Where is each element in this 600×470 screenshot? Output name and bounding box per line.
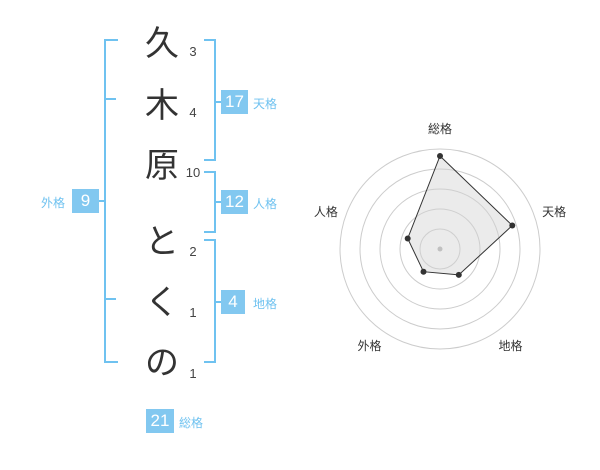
name-char: 木 [145, 86, 179, 126]
bracket-tick [104, 98, 116, 100]
radar-axis-label: 外格 [357, 338, 381, 353]
stroke-count: 1 [189, 305, 197, 320]
radar-axis-label: 総格 [428, 121, 452, 136]
stroke-count: 1 [189, 366, 197, 381]
bracket-connector [214, 201, 221, 203]
stroke-count: 2 [189, 244, 197, 259]
name-char: 久 [145, 24, 179, 64]
radar-ring [419, 228, 461, 270]
radar-point [420, 268, 427, 275]
tenkaku-value: 17 [221, 90, 248, 114]
chikaku-value: 4 [221, 290, 245, 314]
radar-ring [359, 168, 521, 330]
name-char: 原 [145, 146, 179, 186]
radar-ring [339, 148, 541, 350]
bracket-tick [104, 298, 116, 300]
radar-center [437, 246, 443, 252]
jinkaku-value: 12 [221, 190, 248, 214]
radar-series-area [407, 155, 514, 276]
stroke-count: 3 [189, 44, 197, 59]
gaikaku-bracket [104, 39, 118, 363]
radar-point [455, 271, 462, 278]
radar-axis-label: 天格 [542, 204, 566, 219]
radar-point [404, 235, 411, 242]
jinkaku-label: 人格 [253, 197, 278, 211]
radar-point [437, 153, 443, 159]
radar-axis-label: 人格 [314, 204, 338, 219]
soukaku-label: 総格 [179, 416, 204, 430]
radar-ring [379, 188, 501, 310]
stroke-count: 4 [189, 105, 197, 120]
bracket-connector [214, 301, 221, 303]
gaikaku-label: 外格 [41, 196, 66, 210]
stroke-count: 10 [185, 165, 201, 180]
radar-point [509, 222, 516, 229]
bracket-connector [98, 200, 105, 202]
gaikaku-value: 9 [72, 189, 99, 213]
radar-axis-label: 地格 [498, 338, 522, 353]
soukaku-value: 21 [146, 409, 174, 433]
name-char: と [145, 222, 179, 262]
bracket-connector [214, 101, 221, 103]
tenkaku-bracket [204, 39, 216, 161]
name-char: の [145, 343, 179, 383]
name-char: く [145, 283, 179, 323]
chikaku-label: 地格 [253, 297, 278, 311]
tenkaku-label: 天格 [253, 97, 278, 111]
radar-ring [399, 208, 481, 290]
